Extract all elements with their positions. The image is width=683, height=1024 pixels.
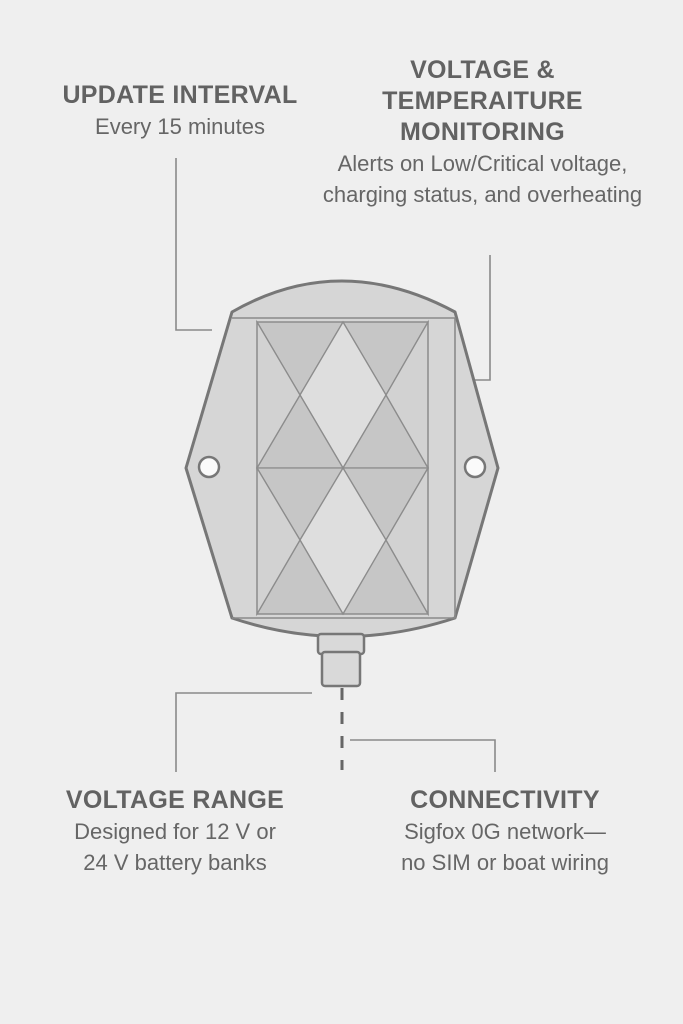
connector-icon: [316, 632, 366, 688]
callout-voltage-range: VOLTAGE RANGE Designed for 12 V or 24 V …: [30, 785, 320, 878]
connectivity-description: Sigfox 0G network— no SIM or boat wiring: [401, 819, 609, 875]
callout-update-interval: UPDATE INTERVAL Every 15 minutes: [40, 80, 320, 142]
sensor-device-icon: [184, 279, 500, 638]
mount-hole-icon: [463, 455, 487, 479]
voltage-range-description: Designed for 12 V or 24 V battery banks: [74, 819, 276, 875]
voltage-monitoring-heading: VOLTAGE & TEMPERAITURE MONITORING: [382, 56, 583, 146]
triangle-pattern: [255, 319, 430, 617]
mount-hole-icon: [197, 455, 221, 479]
voltage-monitoring-description: Alerts on Low/Critical voltage, charging…: [322, 151, 643, 207]
voltage-range-heading: VOLTAGE RANGE: [65, 786, 285, 814]
leader-line-voltage-range: [175, 692, 312, 772]
update-interval-heading: UPDATE INTERVAL: [62, 81, 298, 109]
leader-line-connectivity: [350, 739, 496, 772]
callout-connectivity: CONNECTIVITY Sigfox 0G network— no SIM o…: [350, 785, 660, 878]
device-inner-panel: [232, 317, 456, 619]
update-interval-description: Every 15 minutes: [95, 114, 265, 139]
leader-line-update-interval: [175, 158, 212, 331]
connectivity-heading: CONNECTIVITY: [410, 786, 600, 814]
callout-voltage-monitoring: VOLTAGE & TEMPERAITURE MONITORING Alerts…: [295, 55, 670, 210]
